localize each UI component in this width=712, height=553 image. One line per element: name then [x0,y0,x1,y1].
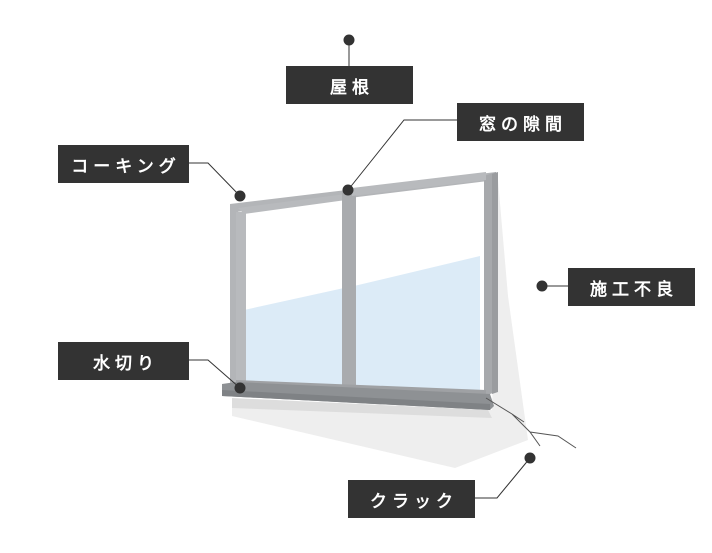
leader-crack [475,452,536,499]
sill-shadow [232,398,492,418]
sill-front [222,390,490,410]
leader-poor-construction [536,280,568,292]
label-poor-construction: 施工不良 [568,268,695,306]
leader-flashing [189,359,246,394]
leader-window-gap [342,119,457,196]
left-glass-pane [244,288,344,388]
left-sash-top [238,194,346,214]
label-caulking: コーキング [58,145,189,183]
left-sash-left [236,212,246,384]
leader-roof [343,34,355,66]
label-crack: クラック [348,480,475,518]
label-flashing: 水切り [58,342,189,380]
middle-mullion [342,190,356,392]
crack-line [485,397,577,449]
leader-caulking [189,162,246,202]
label-window-gap: 窓の隙間 [457,103,584,141]
label-roof: 屋根 [286,66,413,104]
frame-right-edge [492,172,498,394]
right-sash-top [352,172,486,196]
right-glass-pane [354,256,480,390]
